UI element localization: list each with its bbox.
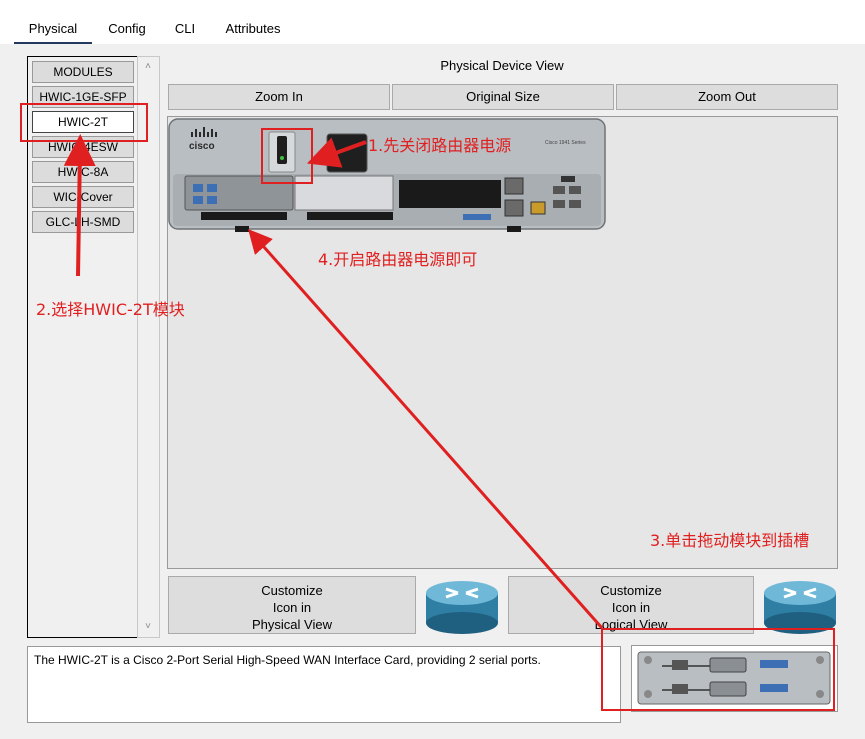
tab-physical[interactable]: Physical [14, 18, 92, 45]
zoom-in-button[interactable]: Zoom In [168, 84, 390, 110]
modules-header: MODULES [32, 61, 134, 83]
scroll-down-icon[interactable]: ˅ [145, 621, 151, 632]
customize-physical-line-3: Physical View [252, 617, 332, 632]
power-led-icon [280, 156, 284, 160]
zoom-out-button[interactable]: Zoom Out [616, 84, 838, 110]
original-size-button[interactable]: Original Size [392, 84, 614, 110]
annotation-step-3: 3.单击拖动模块到插槽 [650, 531, 810, 550]
module-thumbnail[interactable] [631, 645, 838, 712]
tab-config[interactable]: Config [108, 21, 146, 36]
console-port [530, 201, 546, 215]
cisco-logo-icon [191, 127, 217, 137]
module-hwic-2t[interactable]: HWIC-2T [32, 111, 134, 133]
annotation-step-4: 4.开启路由器电源即可 [318, 250, 478, 269]
module-description: The HWIC-2T is a Cisco 2-Port Serial Hig… [27, 646, 621, 723]
physical-device-view-title: Physical Device View [440, 58, 564, 73]
router-icon-logical [764, 581, 836, 634]
hwic-2t-highlight-box [20, 103, 148, 142]
hwic-slot-1[interactable] [399, 180, 501, 208]
customize-physical-icon-button[interactable]: Customize Icon in Physical View [168, 576, 416, 634]
thumbnail-highlight-box [601, 628, 835, 711]
tab-attributes[interactable]: Attributes [225, 21, 281, 36]
module-glc-lh-smd[interactable]: GLC-LH-SMD [32, 211, 134, 233]
module-list: MODULES HWIC-1GE-SFP HWIC-2T HWIC-4ESW H… [27, 56, 139, 638]
compact-flash-slot-1 [307, 212, 393, 220]
module-wic-cover[interactable]: WIC-Cover [32, 186, 134, 208]
power-socket [326, 133, 368, 173]
compact-flash-slot-0 [201, 212, 287, 220]
router-model: Cisco 1941 Series [545, 140, 586, 146]
customize-logical-line-1: Customize [600, 583, 662, 598]
customize-physical-line-2: Icon in [272, 600, 312, 615]
scroll-up-icon[interactable]: ˄ [145, 61, 151, 72]
customize-logical-icon-button[interactable]: Customize Icon in Logical View [508, 576, 754, 634]
tab-bar: Physical Config CLI Attributes [0, 0, 865, 45]
router-chassis: cisco Cisco 1941 Series [168, 118, 606, 232]
hwic-2t-card-image [637, 651, 831, 705]
module-hwic-1ge-sfp[interactable]: HWIC-1GE-SFP [32, 86, 134, 108]
module-hwic-8a[interactable]: HWIC-8A [32, 161, 134, 183]
annotation-step-2: 2.选择HWIC-2T模块 [36, 300, 185, 319]
module-list-scrollbar[interactable]: ˄ ˅ [137, 56, 160, 638]
power-switch[interactable] [277, 136, 287, 164]
router-icon-physical [426, 581, 498, 634]
customize-physical-line-1: Customize [261, 583, 323, 598]
power-switch-highlight-box [261, 128, 313, 184]
customize-logical-line-2: Icon in [611, 600, 651, 615]
annotation-step-1: 1.先关闭路由器电源 [368, 136, 512, 155]
tab-cli[interactable]: CLI [174, 21, 196, 36]
router-brand: cisco [189, 141, 215, 152]
